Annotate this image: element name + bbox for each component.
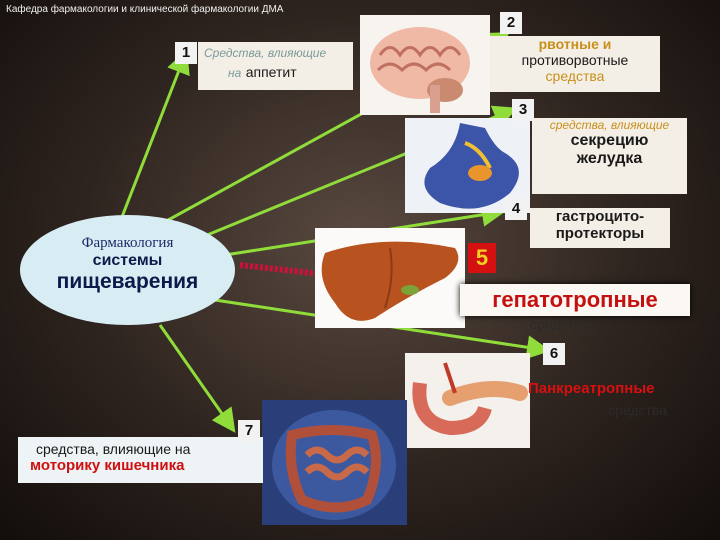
hepatotropic-line1: гепатотропные (460, 284, 690, 316)
appetite-box: Средства, влияющие на аппетит (198, 42, 353, 90)
appetite-main: аппетит (246, 64, 297, 80)
arrow-to-appetite (120, 55, 185, 222)
badge-7: 7 (238, 420, 260, 442)
badge-1: 1 (175, 42, 197, 64)
badge-3: 3 (512, 99, 534, 121)
center-topic: Фармакология системы пищеварения (20, 215, 235, 325)
center-line1: Фармакология (20, 235, 235, 252)
hepatotropic-line2: средства (530, 316, 589, 332)
intestine-image (262, 400, 407, 525)
intestine-motility-box: средства, влияющие на моторику кишечника (18, 437, 263, 483)
pancreatotropic-line1: Панкреатропные (528, 380, 654, 397)
gastric-line2: секрецию (532, 132, 687, 150)
badge-6: 6 (543, 343, 565, 365)
antiemetic-line2: противорвотные (490, 52, 660, 68)
gastroprotectors-line1: гастроцито- (530, 208, 670, 225)
appetite-line1: Средства, влияющие (204, 46, 353, 60)
hepatotropic-box: гепатотропные (460, 284, 690, 316)
badge-4: 4 (505, 198, 527, 220)
brain-image (360, 15, 490, 115)
antiemetic-line1: рвотные и (490, 36, 660, 52)
center-line2: системы (20, 252, 235, 270)
gastric-secretion-box: средства, влияющие секрецию желудка (532, 118, 687, 194)
badge-2: 2 (500, 12, 522, 34)
liver-image (315, 228, 465, 328)
appetite-prefix: на (228, 66, 241, 80)
gastric-line1: средства, влияющие (532, 118, 687, 132)
intestine-line1: средства, влияющие на (36, 441, 263, 457)
pancreatotropic-line2: средства (608, 402, 667, 418)
center-line3: пищеварения (20, 270, 235, 294)
gastroprotectors-box: гастроцито- протекторы (530, 208, 670, 248)
badge-5: 5 (468, 243, 496, 273)
gastroprotectors-line2: протекторы (530, 225, 670, 242)
gastric-line3: желудка (532, 150, 687, 168)
antiemetic-line3: средства (490, 68, 660, 84)
antiemetic-box: рвотные и противорвотные средства (490, 36, 660, 92)
arrow-to-intestine (160, 325, 232, 428)
intestine-line2: моторику кишечника (30, 457, 263, 474)
pancreas-image (405, 353, 530, 448)
